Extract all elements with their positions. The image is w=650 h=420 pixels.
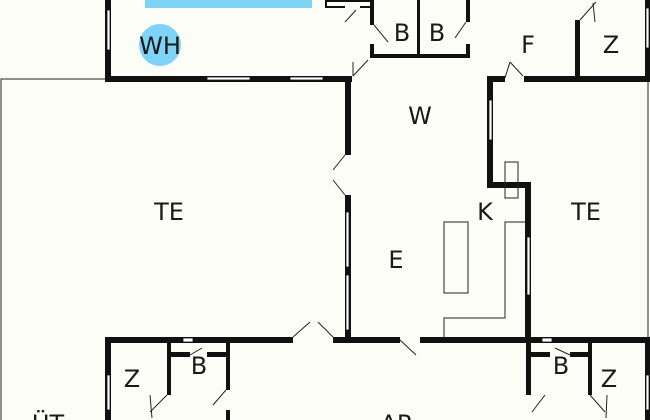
room-label-z-bottom-right: Z xyxy=(601,365,617,393)
room-label-b-top-2: B xyxy=(429,19,445,47)
kitchen-fixtures xyxy=(443,161,525,338)
room-label-b-bottom-left: B xyxy=(191,352,207,380)
room-label-te-right: TE xyxy=(570,198,601,226)
room-label-e: E xyxy=(388,246,403,274)
room-label-te-left: TE xyxy=(153,198,184,226)
room-label-ut: ÜT xyxy=(32,409,65,420)
room-label-z-bottom-left: Z xyxy=(124,365,140,393)
pool xyxy=(145,0,312,8)
windows xyxy=(106,7,650,411)
room-label-k: K xyxy=(477,198,494,226)
doors xyxy=(149,1,608,419)
room-label-b-top-1: B xyxy=(394,19,410,47)
whirlpool-marker xyxy=(139,24,181,66)
kitchen-island xyxy=(443,221,469,294)
room-label-wh: WH xyxy=(139,32,181,60)
room-label-b-bottom-right: B xyxy=(553,352,569,380)
room-label-w: W xyxy=(408,102,432,130)
room-label-z-top: Z xyxy=(603,31,619,59)
room-labels: WH B B F Z W TE K TE E Z B B Z ÜT AR xyxy=(32,19,619,420)
terrace-outline xyxy=(0,78,105,420)
room-label-f: F xyxy=(521,31,535,59)
kitchen-counter xyxy=(443,221,525,338)
fridge xyxy=(504,161,519,199)
room-label-ar: AR xyxy=(380,410,413,420)
